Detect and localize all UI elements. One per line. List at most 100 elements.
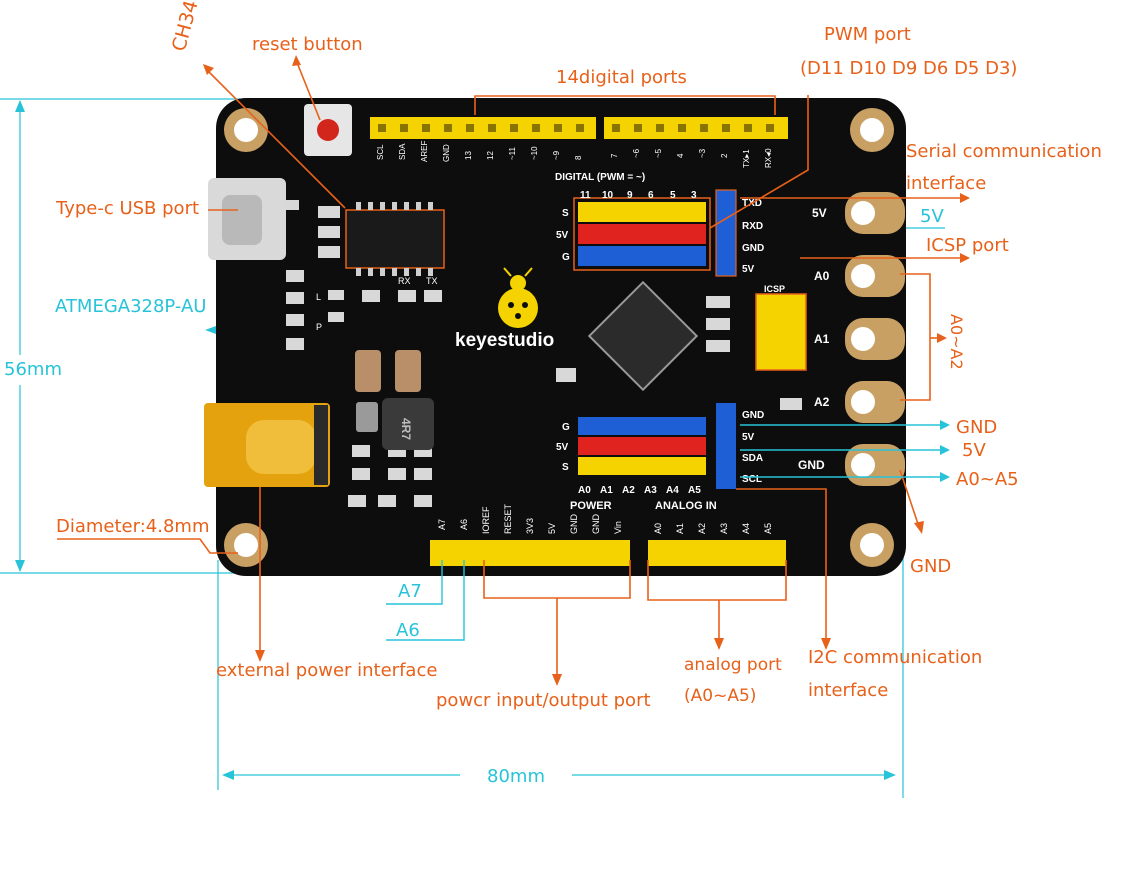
a7-label: A7 <box>398 581 422 602</box>
top-pin-labels: SCL SDA AREF GND 13 12 ~11 ~10 ~9 8 7 ~6… <box>376 141 773 168</box>
a6-label: A6 <box>396 620 420 641</box>
row-label: G <box>562 252 570 263</box>
inductor <box>382 398 434 450</box>
inductor-label: 4R7 <box>399 418 413 440</box>
usb-c-opening <box>222 195 262 245</box>
icsp-port-label: ICSP port <box>926 235 1009 256</box>
pin-label: A5 <box>763 523 773 534</box>
power-header-text: POWER <box>570 500 612 512</box>
analog-number: A4 <box>666 485 679 496</box>
silk-label: L <box>316 292 321 302</box>
chip-pins <box>356 202 433 276</box>
external-power-label: external power interface <box>216 660 438 681</box>
pin-label: RESET <box>503 503 513 534</box>
serial-pin: 5V <box>742 264 755 275</box>
pwm-number: 11 <box>580 190 591 201</box>
gnd-bottom-label: GND <box>910 556 952 577</box>
pin-label: 12 <box>486 151 495 160</box>
digital-header-holes <box>378 124 774 132</box>
digital-header-left <box>370 117 596 139</box>
analog-number: A3 <box>644 485 657 496</box>
analog-row-g <box>578 417 706 435</box>
pwm-pins-label: (D11 D10 D9 D6 D5 D3) <box>800 58 1018 79</box>
i2c-pin: 5V <box>742 432 755 443</box>
row-label: 5V <box>556 442 569 453</box>
dim-56-label: 56mm <box>4 359 62 380</box>
analog-number: A0 <box>578 485 591 496</box>
pin-label: A3 <box>719 523 729 534</box>
silk-labels: RX TX L P <box>316 276 438 332</box>
pin-label: 7 <box>610 153 619 158</box>
pwm-row-5v <box>578 224 706 244</box>
pin-label: GND <box>591 514 601 535</box>
smd-components <box>285 200 802 507</box>
a0-a2-label: A0~A2 <box>947 314 966 370</box>
pin-label: ~5 <box>654 148 663 158</box>
pwm-number: 5 <box>670 190 676 201</box>
i2c-labels: GND 5V SDA SCL <box>742 410 764 485</box>
pwm-outline <box>573 197 711 271</box>
pin-label: ~3 <box>698 148 707 158</box>
analog-header-text: ANALOG IN <box>655 500 717 512</box>
pin-label: GND <box>442 144 451 162</box>
pin-label: 2 <box>720 153 729 158</box>
cyan-callouts <box>386 424 945 641</box>
pin-label: IOREF <box>481 506 491 534</box>
bottom-pin-labels: A7 A6 IOREF RESET 3V3 5V GND GND Vin A0 … <box>437 503 773 534</box>
analog-port-label-1: analog port <box>684 655 782 675</box>
i2c-pin: GND <box>742 410 764 421</box>
edge-pads <box>845 192 905 486</box>
reset-button-label: reset button <box>252 34 363 55</box>
typec-label: Type-c USB port <box>56 198 200 219</box>
row-label: 5V <box>556 230 569 241</box>
pin-label: A0 <box>653 523 663 534</box>
pin-label: 8 <box>574 155 583 160</box>
row-label: S <box>562 462 569 473</box>
dim-80-label: 80mm <box>487 766 545 787</box>
power-port-label: powcr input/output port <box>436 690 651 711</box>
digital-header-text: DIGITAL (PWM = ~) <box>555 172 645 183</box>
pwm-number: 10 <box>602 190 614 201</box>
pad-label: 5V <box>812 206 827 220</box>
analog-number: A5 <box>688 485 701 496</box>
silk-label: RX <box>398 276 411 286</box>
pad-labels: 5V A0 A1 A2 GND <box>798 206 830 472</box>
diameter-label: Diameter:4.8mm <box>56 516 210 537</box>
icsp-header <box>755 293 807 371</box>
serial-header <box>715 189 737 277</box>
pwm-row-g <box>578 246 706 266</box>
analog-row-5v <box>578 437 706 455</box>
five-v-cyan-label: 5V <box>920 206 944 227</box>
pin-label: ~11 <box>508 146 517 160</box>
pin-label: A4 <box>741 523 751 534</box>
i2c-pin: SCL <box>742 474 762 485</box>
pad-label: A1 <box>814 332 830 346</box>
pin-label: 3V3 <box>525 518 535 534</box>
reset-button-cap <box>317 119 339 141</box>
pin-label: A1 <box>675 523 685 534</box>
smd-component <box>356 402 378 432</box>
i2c-label-2: interface <box>808 680 889 701</box>
callout-lines <box>57 59 968 684</box>
analog-number: A2 <box>622 485 635 496</box>
digital-header-right <box>604 117 788 139</box>
dc-jack-opening <box>314 405 328 485</box>
pwm-labels: S 5V G 11 10 9 6 5 3 <box>556 190 697 263</box>
pin-label: 5V <box>547 523 557 534</box>
pad-label: GND <box>798 458 825 472</box>
pin-label: RX◂0 <box>764 148 773 168</box>
callout-arrows <box>203 55 970 686</box>
dimension-arrows <box>15 100 896 780</box>
pin-label: A2 <box>697 523 707 534</box>
atmega-chip <box>587 280 699 392</box>
pin-label: TX▸1 <box>742 149 751 168</box>
dc-jack-barrel <box>246 420 316 474</box>
i2c-header <box>716 403 736 489</box>
pad-label: A0 <box>814 269 830 283</box>
pin-label: 13 <box>464 151 473 160</box>
serial-label-1: Serial communication <box>906 141 1102 162</box>
pin-label: SDA <box>398 143 407 160</box>
capacitor <box>355 350 381 392</box>
pwm-row-s <box>578 202 706 222</box>
